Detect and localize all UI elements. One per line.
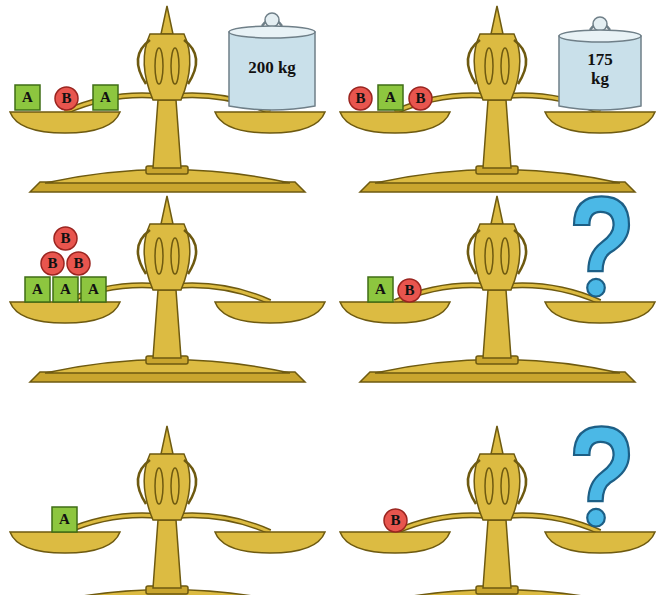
block-a: A xyxy=(92,84,119,111)
scale xyxy=(340,426,655,595)
scale xyxy=(10,196,325,382)
item-letter: A xyxy=(59,512,70,527)
item-letter: B xyxy=(73,256,83,271)
block-a: A xyxy=(367,276,394,303)
block-a: A xyxy=(377,84,404,111)
scale xyxy=(10,426,325,595)
ball-b: B xyxy=(348,86,373,111)
ball-b: B xyxy=(383,508,408,533)
scale xyxy=(340,196,655,382)
block-a: A xyxy=(52,276,79,303)
item-letter: B xyxy=(47,256,57,271)
block-a: A xyxy=(24,276,51,303)
item-letter: B xyxy=(60,231,70,246)
item-letter: B xyxy=(404,283,414,298)
weight-bucket: 175 kg xyxy=(556,16,644,112)
block-a: A xyxy=(14,84,41,111)
item-letter: B xyxy=(390,513,400,528)
scale xyxy=(340,6,655,192)
block-a: A xyxy=(80,276,107,303)
item-letter: B xyxy=(415,91,425,106)
item-letter: A xyxy=(100,90,111,105)
ball-b: B xyxy=(54,86,79,111)
ball-b: B xyxy=(66,251,91,276)
item-letter: A xyxy=(375,282,386,297)
item-letter: A xyxy=(88,282,99,297)
item-letter: A xyxy=(385,90,396,105)
ball-b: B xyxy=(40,251,65,276)
item-letter: A xyxy=(60,282,71,297)
ball-b: B xyxy=(397,278,422,303)
scale xyxy=(10,6,325,192)
weight-label: 200 kg xyxy=(248,59,296,78)
item-letter: B xyxy=(355,91,365,106)
weight-label: 175 kg xyxy=(580,51,620,88)
weight-bucket: 200 kg xyxy=(226,12,318,112)
block-a: A xyxy=(51,506,78,533)
ball-b: B xyxy=(53,226,78,251)
item-letter: A xyxy=(32,282,43,297)
item-letter: B xyxy=(61,91,71,106)
ball-b: B xyxy=(408,86,433,111)
question-mark xyxy=(574,426,629,526)
question-mark xyxy=(574,196,629,296)
item-letter: A xyxy=(22,90,33,105)
